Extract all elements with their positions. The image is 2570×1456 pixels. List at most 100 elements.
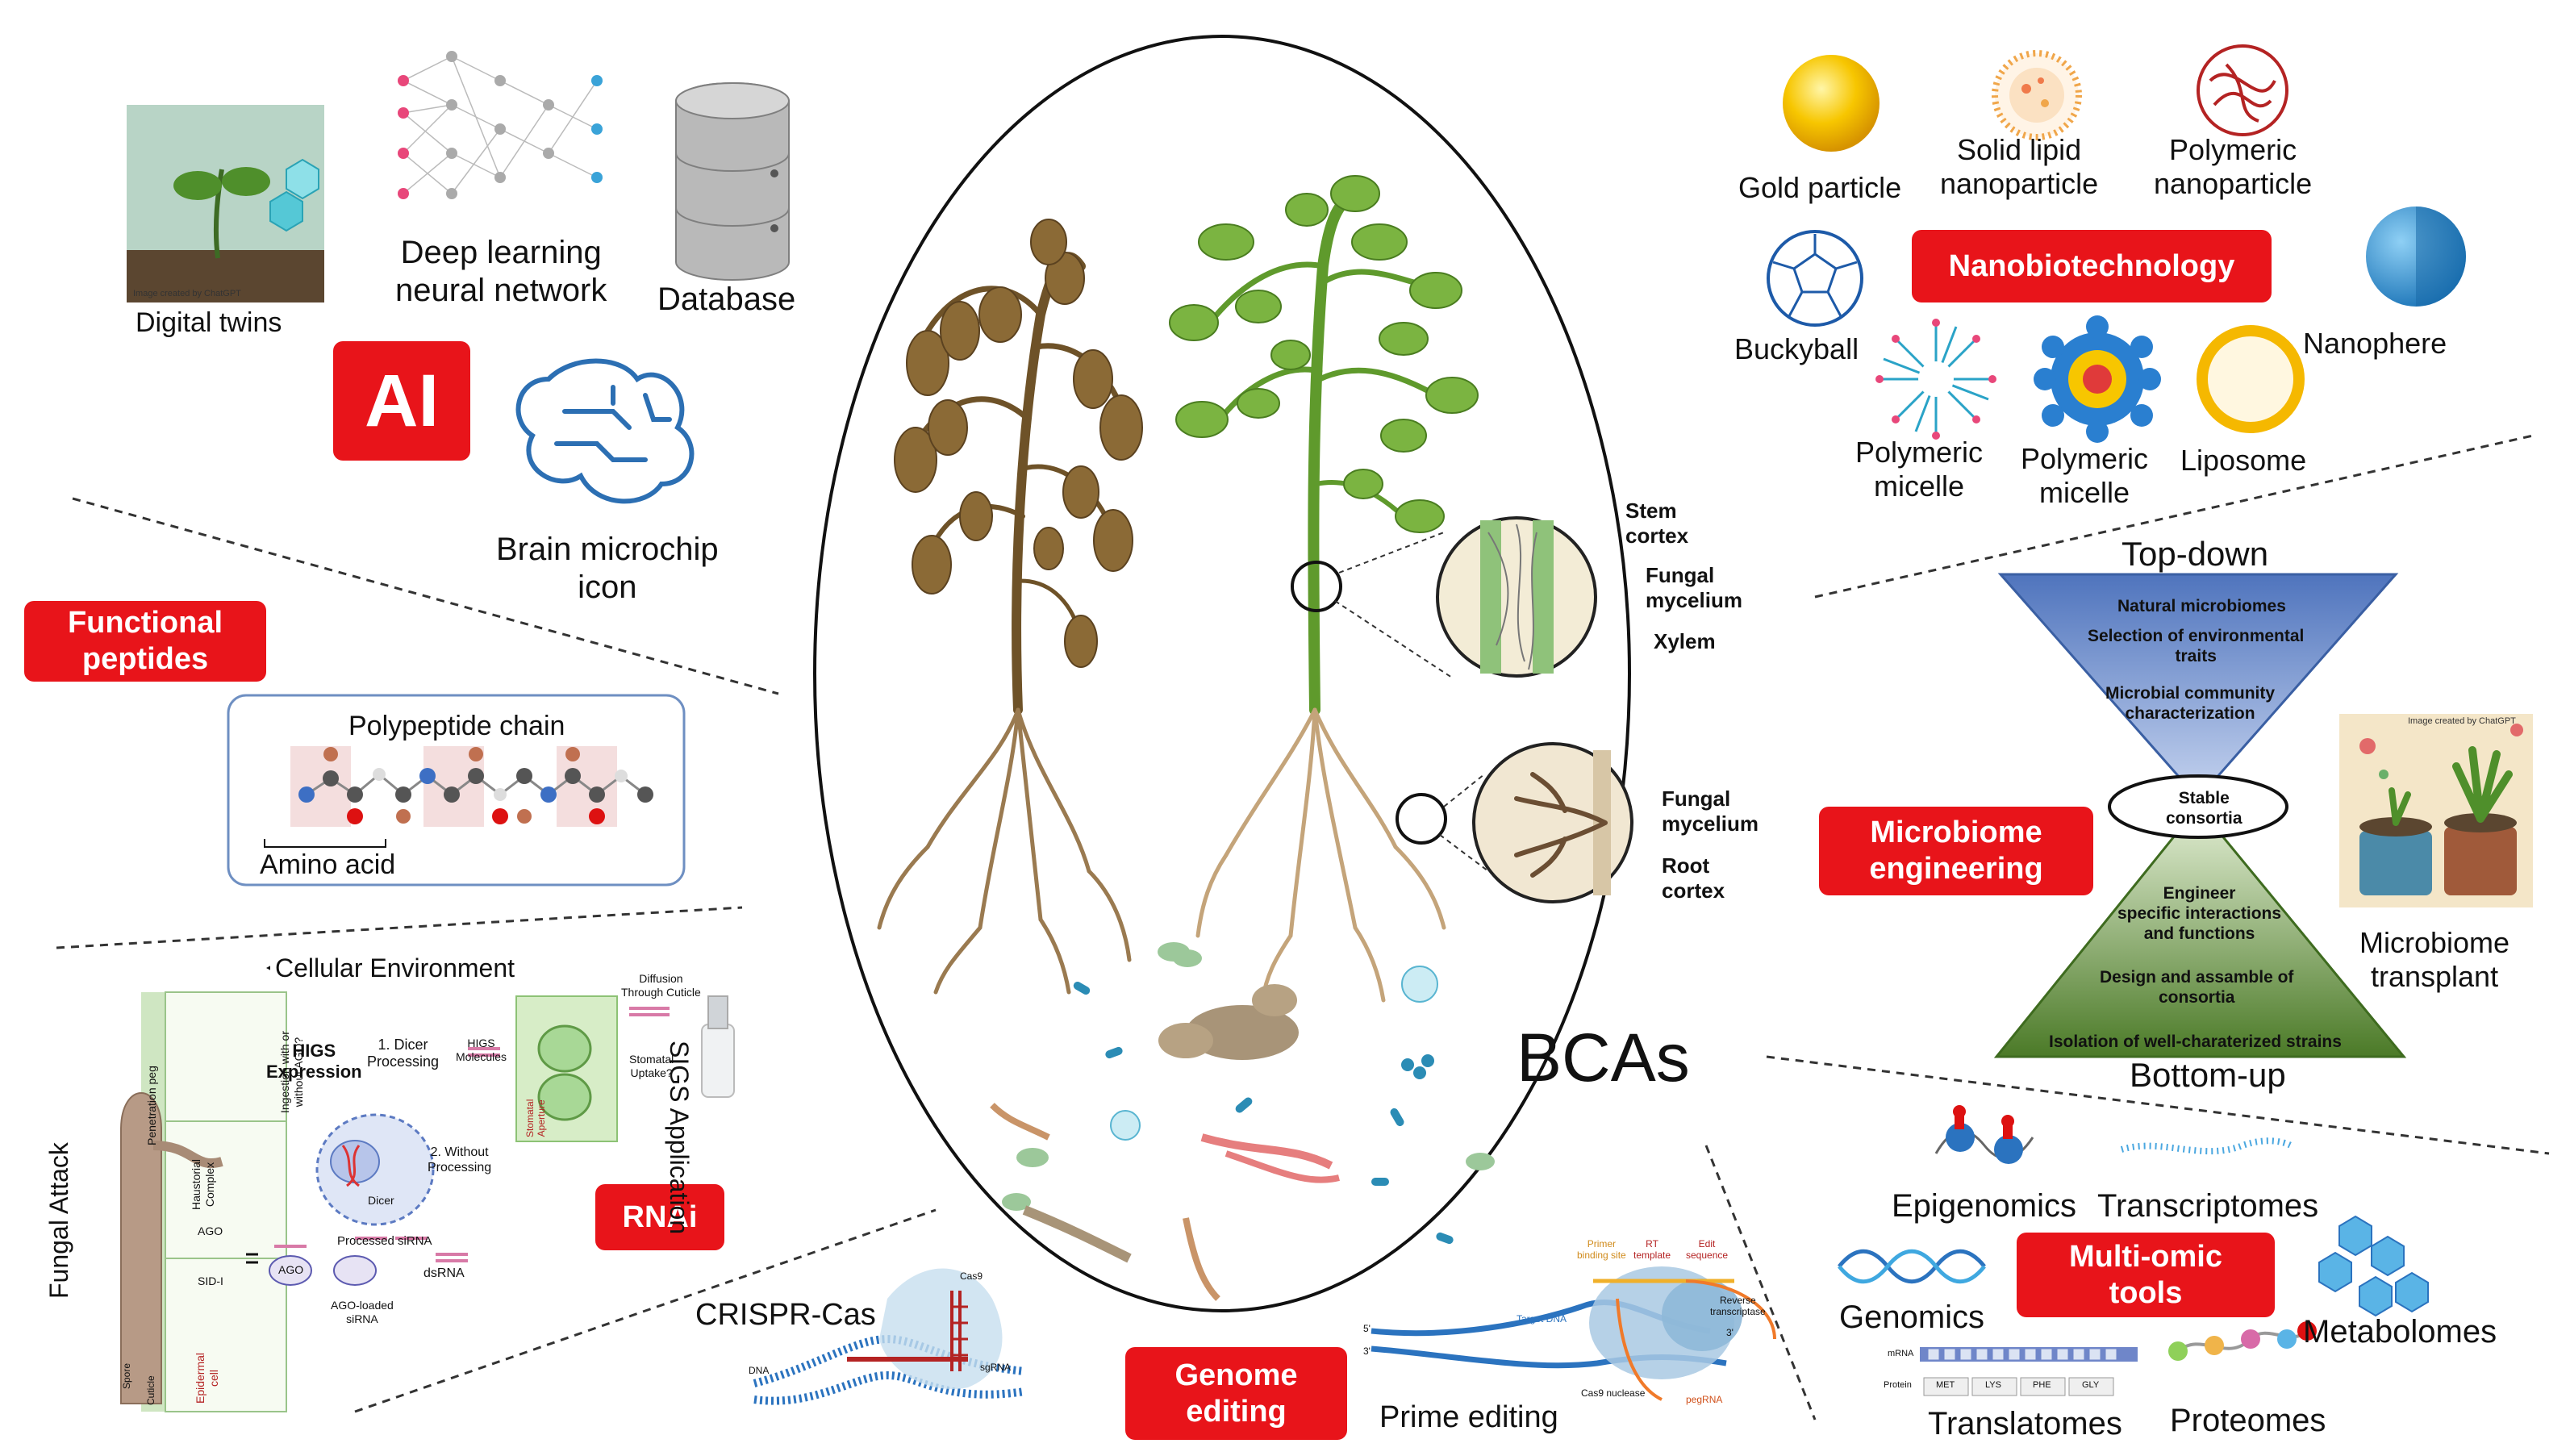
ai-graphics	[127, 51, 790, 504]
prime-editing-label: Prime editing	[1379, 1400, 1558, 1434]
natural-microbiomes-label: Natural microbiomes	[2117, 597, 2286, 615]
crispr-cas9-label: Cas9	[960, 1270, 983, 1282]
rnai-label-penetration-peg: Penetration peg	[145, 1066, 158, 1145]
genome-editing-tag: Genome editing	[1125, 1347, 1347, 1440]
ai-tag: AI	[333, 341, 470, 461]
diseased-plant	[877, 219, 1143, 995]
gold-particle-label: Gold particle	[1738, 171, 1902, 204]
engineer-interactions-label: Engineer specific interactions and funct…	[2117, 884, 2282, 943]
transcriptomes-label: Transcriptomes	[2097, 1188, 2319, 1224]
proteomes-label: Proteomes	[2170, 1403, 2326, 1438]
multi-omic-tools-tag: Multi-omic tools	[2017, 1233, 2275, 1317]
bottom-up-label: Bottom-up	[2130, 1056, 2286, 1094]
polymeric-micelle-label-1: Polymeric micelle	[1855, 436, 1984, 503]
polymeric-nanoparticle-label: Polymeric nanoparticle	[2154, 133, 2313, 201]
rnai-label-ingestion: Ingestion with or without AGO?	[278, 1031, 305, 1113]
metabolomes-label: Metabolomes	[2303, 1314, 2497, 1350]
liposome-label: Liposome	[2180, 444, 2307, 477]
translatomes-label: Translatomes	[1928, 1406, 2122, 1441]
microbiome-transplant-caption: Image created by ChatGPT	[2408, 716, 2516, 726]
rnai-label-spore: Spore	[121, 1362, 132, 1389]
fungal-attack-label: Fungal Attack	[44, 1142, 73, 1299]
prime-3prime-label-b: 3'	[1363, 1345, 1371, 1357]
polypeptide-chain-label: Polypeptide chain	[348, 711, 565, 741]
bcas-label: BCAs	[1517, 1020, 1690, 1095]
brain-microchip-label: Brain microchip icon	[496, 532, 719, 606]
crispr-cas-label: CRISPR-Cas	[695, 1298, 876, 1332]
functional-peptides-tag: Functional peptides	[24, 601, 266, 682]
rnai-tag: RNAi	[595, 1184, 724, 1250]
stable-consortia-label: Stable consortia	[2166, 789, 2242, 828]
digital-twins-caption: Image created by ChatGPT	[133, 289, 241, 298]
crispr-dna-label: DNA	[749, 1365, 770, 1376]
rnai-label-processed-sirna: Processed siRNA	[337, 1234, 432, 1248]
rnai-label-stomatal-uptake: Stomatal Uptake?	[629, 1053, 674, 1079]
prime-edit-sequence-label: Edit sequence	[1686, 1238, 1729, 1262]
prime-3prime-label-a: 3'	[1726, 1327, 1733, 1338]
top-down-label: Top-down	[2122, 535, 2269, 573]
design-consortia-label: Design and assamble of consortia	[2100, 968, 2294, 1007]
prime-nuclease-label: Cas9 nuclease	[1581, 1387, 1646, 1399]
codon-phe: PHE	[2033, 1380, 2051, 1390]
genomics-label: Genomics	[1839, 1300, 1985, 1335]
prime-target-dna-label: Target DNA	[1517, 1313, 1567, 1325]
rnai-label-diffusion: Diffusion Through Cuticle	[621, 972, 701, 999]
microbiome-transplant-label: Microbiome transplant	[2359, 926, 2510, 994]
protein-row-label: Protein	[1884, 1380, 1912, 1390]
rnai-graphics	[120, 962, 735, 1412]
xylem-label: Xylem	[1654, 629, 1716, 653]
codon-lys: LYS	[1985, 1380, 2001, 1390]
nano-graphics	[1767, 44, 2466, 443]
prime-5prime-label: 5'	[1363, 1323, 1371, 1334]
prime-rt-label: Reverse transcriptase	[1710, 1295, 1766, 1318]
rnai-label-without-processing: 2. Without Processing	[428, 1145, 492, 1174]
community-characterization-label: Microbial community characterization	[2105, 684, 2276, 723]
rnai-label-dicer-processing: 1. Dicer Processing	[367, 1037, 440, 1070]
healthy-plant	[1169, 175, 1479, 1003]
rnai-label-higs-molecules: HIGS Molecules	[456, 1037, 507, 1063]
rnai-label-haustorial: Haustorial Complex	[190, 1158, 216, 1210]
section-dividers	[56, 434, 2550, 1421]
genome-graphics	[753, 1266, 1776, 1405]
rnai-label-sid-i: SID-I	[198, 1275, 223, 1287]
central-ellipse	[813, 35, 1631, 1312]
prime-pegrna-label: pegRNA	[1686, 1394, 1723, 1405]
prime-pbs-label: Primer binding site	[1577, 1238, 1626, 1262]
rnai-label-ago-a: AGO	[278, 1263, 304, 1276]
database-label: Database	[657, 282, 796, 317]
codon-met: MET	[1936, 1380, 1955, 1390]
rnai-label-dsrna: dsRNA	[423, 1266, 465, 1280]
root-cortex-label: Root cortex	[1662, 853, 1725, 903]
nanophere-label: Nanophere	[2303, 327, 2447, 360]
rnai-label-dicer: Dicer	[368, 1194, 394, 1207]
rnai-label-cuticle: Cuticle	[145, 1375, 156, 1405]
soil-microbes	[990, 942, 1495, 1301]
digital-twins-label: Digital twins	[136, 307, 282, 338]
fungal-mycelium-lower-label: Fungal mycelium	[1662, 786, 1759, 836]
solid-lipid-label: Solid lipid nanoparticle	[1940, 133, 2099, 201]
omics-graphics	[1838, 1105, 2429, 1396]
stem-cortex-label: Stem cortex	[1625, 499, 1689, 548]
amino-acid-label: Amino acid	[260, 849, 396, 880]
rnai-label-ago-b: AGO	[198, 1224, 223, 1237]
polymeric-micelle-label-2: Polymeric micelle	[2021, 442, 2149, 510]
isolation-strains-label: Isolation of well-charaterized strains	[2049, 1033, 2342, 1051]
crispr-sgrna-label: sgRNA	[980, 1362, 1012, 1373]
magnifiers	[1291, 516, 1633, 903]
cellular-environment-label: Cellular Environment	[270, 953, 520, 984]
buckyball-label: Buckyball	[1734, 332, 1859, 365]
rnai-label-higs-expression: HIGS Expression	[266, 1041, 362, 1082]
codon-gly: GLY	[2082, 1380, 2100, 1390]
rnai-label-stomatal-aperture: Stomatal Aperture	[524, 1099, 548, 1137]
epigenomics-label: Epigenomics	[1892, 1188, 2077, 1224]
microbiome-graphics	[1993, 573, 2533, 1058]
rnai-label-ago-loaded: AGO-loaded siRNA	[331, 1299, 394, 1325]
prime-rt-template-label: RT template	[1633, 1238, 1671, 1262]
microbiome-engineering-tag: Microbiome engineering	[1819, 807, 2093, 895]
deep-learning-label: Deep learning neural network	[395, 235, 607, 309]
rnai-label-epidermal-cell: Epidermal cell	[194, 1352, 220, 1404]
peptide-graphics	[227, 694, 686, 887]
fungal-mycelium-upper-label: Fungal mycelium	[1646, 563, 1742, 612]
